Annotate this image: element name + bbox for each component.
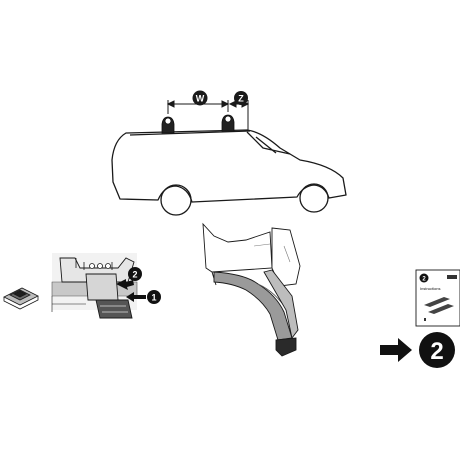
booklet-logo-block — [447, 275, 457, 279]
door-pillar — [271, 227, 301, 287]
door-pad-detail — [202, 222, 301, 357]
booklet-bar-1 — [424, 297, 450, 307]
step-2-arrow — [116, 279, 134, 290]
step-1-callout: 1 — [151, 293, 156, 303]
next-step-arrow — [380, 338, 412, 362]
clamp-screw-1 — [89, 263, 95, 269]
booklet-badge: 2 — [422, 277, 426, 283]
door-frame-lines — [51, 296, 86, 312]
pad-tip — [275, 337, 297, 357]
clamp-bracket — [95, 299, 133, 319]
door-frame-upper — [202, 222, 273, 273]
parts-kit-icon — [3, 287, 39, 310]
car-side-view — [111, 129, 347, 216]
clamp-detail-view — [51, 253, 146, 319]
z-label-badge — [234, 91, 248, 105]
booklet-title: Instructions — [420, 286, 440, 291]
clamp-bracket-lines — [100, 305, 128, 313]
car-body-outline — [111, 129, 347, 203]
rear-wheel — [160, 184, 192, 216]
front-wheel — [299, 183, 329, 213]
step-1-callout-badge — [147, 290, 161, 304]
offset-label: Z — [238, 94, 244, 104]
parts-bolt — [13, 290, 27, 298]
pad-side-fold — [263, 269, 299, 340]
booklet-bar-2 — [428, 304, 454, 314]
rack-feet — [161, 114, 235, 134]
booklet-badge-circle — [419, 273, 429, 283]
parts-tray-edge — [3, 296, 39, 310]
w-arrow-right — [221, 100, 230, 108]
front-foot-bolt — [224, 115, 232, 123]
side-window-line — [246, 131, 291, 155]
next-step-number: 2 — [430, 338, 443, 365]
clamp-foot-ribs — [75, 258, 113, 270]
door-hatching — [253, 243, 291, 263]
clamp-screw-2 — [97, 263, 103, 269]
windshield-line — [255, 136, 277, 154]
rear-foot-bolt — [164, 117, 172, 125]
instruction-booklet: 2 Instructions — [415, 269, 460, 327]
next-step-indicator: 2 — [380, 332, 455, 368]
clamp-screw-3 — [105, 263, 111, 269]
booklet-mark — [424, 318, 426, 321]
clamp-plate — [85, 273, 119, 301]
step-2-callout: 2 — [132, 270, 137, 280]
w-arrow-left — [166, 100, 175, 108]
next-step-badge — [419, 332, 455, 368]
roof-rail — [129, 130, 251, 136]
step-2-callout-badge — [128, 267, 142, 281]
step-1-arrow — [126, 292, 146, 302]
z-arrow-left — [228, 100, 237, 108]
width-label: W — [196, 94, 205, 104]
w-label-badge — [192, 90, 208, 106]
